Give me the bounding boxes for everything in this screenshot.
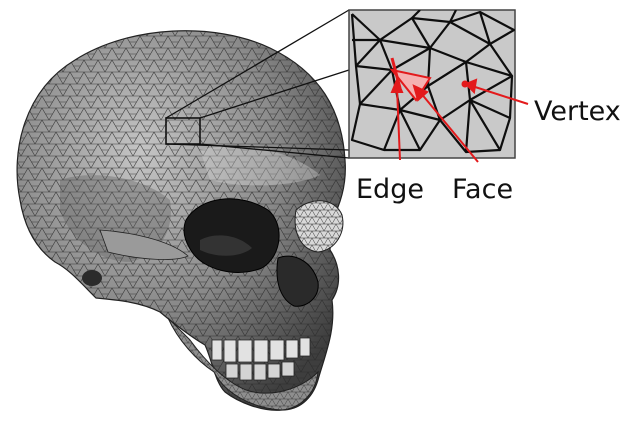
ear-canal: [82, 270, 102, 286]
zoom-inset: [349, 10, 515, 158]
label-face: Face: [452, 174, 513, 205]
label-edge: Edge: [356, 174, 424, 205]
teeth-upper: [212, 338, 310, 362]
label-vertex: Vertex: [534, 96, 621, 127]
